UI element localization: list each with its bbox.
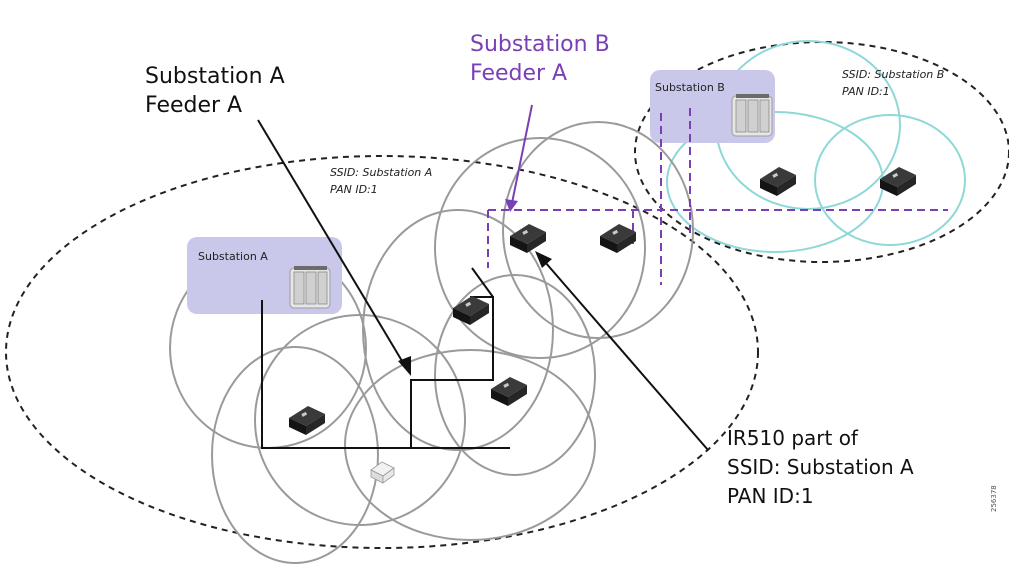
router-device-icon [600,224,636,253]
router-device-icon [491,377,527,406]
ssid-a-label-line2: PAN ID:1 [330,183,378,196]
callout-arrow-feeder-b [505,104,533,212]
callout-arrow-ir510 [535,251,709,451]
substation-a-feeder-label-line1: Substation A [145,64,285,89]
substation-b-feeder-label-line2: Feeder A [470,61,567,86]
substation-b-equipment-icon [731,93,773,137]
substation-b-feeder-label-line1: Substation B [470,32,610,57]
substation-a-feeder-label-line2: Feeder A [145,93,242,118]
ssid-b-label-line2: PAN ID:1 [842,85,890,98]
router-device-icon [289,406,325,435]
substation-a-box-label: Substation A [198,250,268,263]
router-device-icon [760,167,796,196]
feeder-a-line [261,300,510,449]
feeder-a-line-branch [410,296,494,448]
substation-a-equipment-icon [289,265,331,309]
network-area-substation-b [634,41,1009,263]
ir510-label-line2: SSID: Substation A [727,455,914,479]
figure-id: 256378 [990,485,998,512]
substation-b-box-label: Substation B [655,81,725,94]
router-device-icon [510,224,546,253]
ir510-label-line3: PAN ID:1 [727,484,814,508]
ir510-label-line1: IR510 part of [727,426,859,450]
ssid-b-label-line1: SSID: Substation B [842,68,944,81]
feeder-a-line-spur [471,267,494,298]
callout-arrow-feeder-a [257,119,411,376]
router-device-icon [453,296,489,325]
network-area-substation-a [5,155,759,549]
meter-device-icon [370,461,395,484]
ssid-a-label-line1: SSID: Substation A [330,166,432,179]
